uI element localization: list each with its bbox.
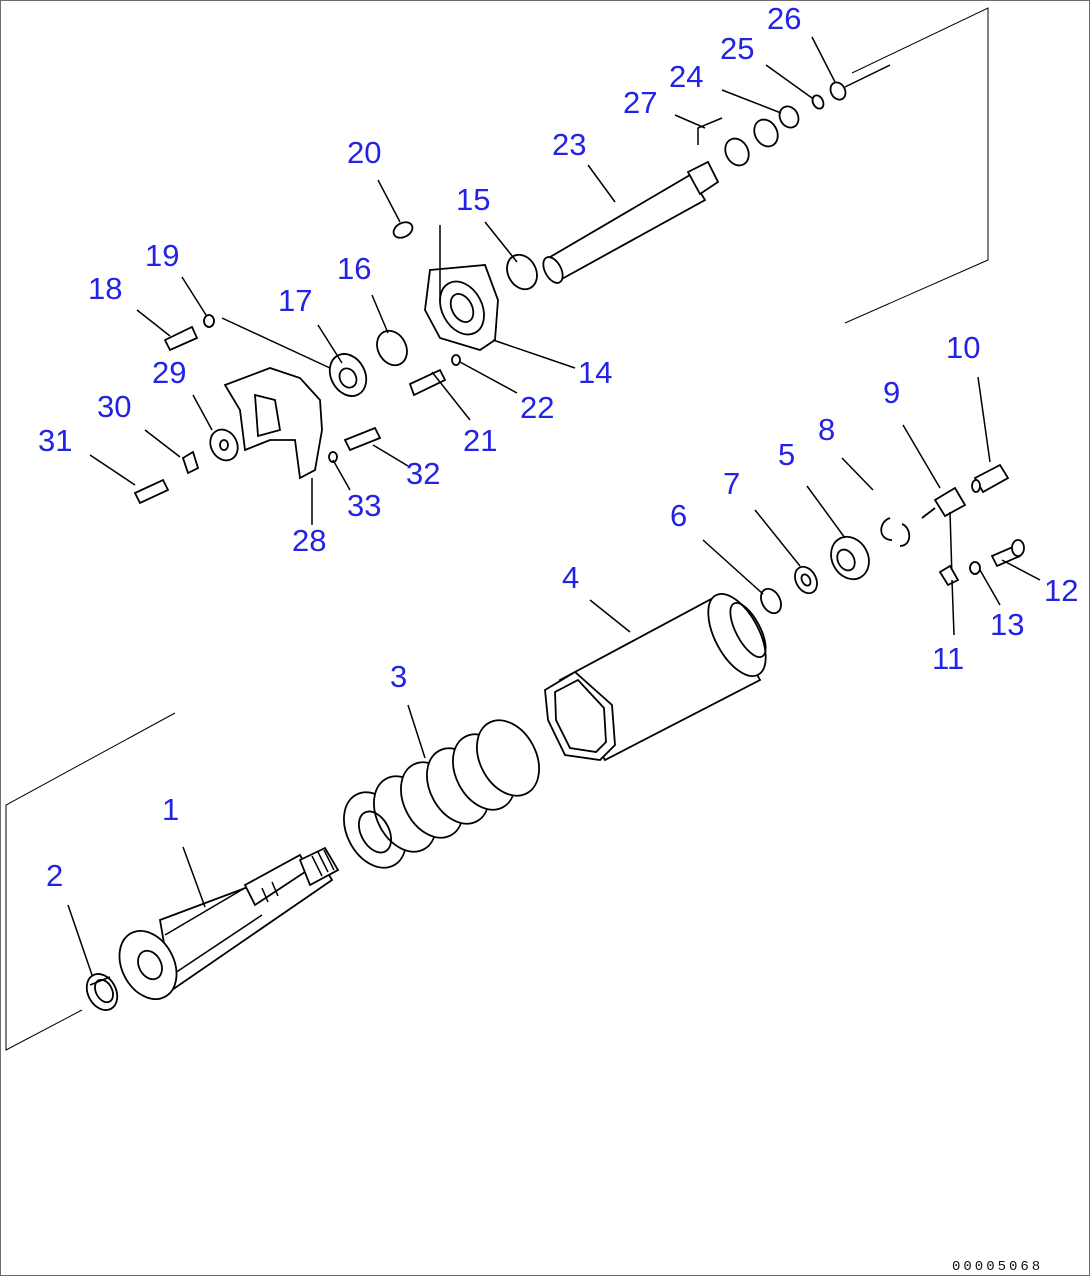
callout-19: 19 <box>145 238 179 273</box>
callout-2: 2 <box>46 858 63 893</box>
callout-31: 31 <box>38 423 72 458</box>
part-22-washer <box>451 354 461 366</box>
part-20-ring <box>392 221 414 239</box>
callout-9: 9 <box>883 375 900 410</box>
part-15-bushing <box>506 253 538 291</box>
part-12-bolt <box>990 539 1025 568</box>
part-28-guard <box>223 367 323 480</box>
callout-33: 33 <box>347 488 381 523</box>
callout-27: 27 <box>623 85 657 120</box>
part-1-rod <box>118 846 340 1000</box>
callout-10: 10 <box>946 330 980 365</box>
part-31-bolt <box>133 478 170 505</box>
part-17-plate <box>328 353 368 397</box>
part-30-clip <box>181 450 200 475</box>
part-19-washer <box>203 314 215 328</box>
callout-15: 15 <box>456 182 490 217</box>
callout-1: 1 <box>162 792 179 827</box>
drawing-code: 00005068 <box>952 1259 1043 1275</box>
part-13-washer <box>969 561 981 575</box>
part-3-spring <box>343 719 540 869</box>
part-10-fitting <box>971 463 1010 494</box>
part-24-nut <box>778 105 800 129</box>
callout-20: 20 <box>347 135 381 170</box>
leader-lines <box>67 36 1041 976</box>
callout-28: 28 <box>292 523 326 558</box>
part-25-washer <box>811 94 825 110</box>
callout-4: 4 <box>562 560 579 595</box>
callout-25: 25 <box>720 31 754 66</box>
part-9-valve <box>921 486 967 579</box>
part-32-bolt <box>343 426 382 452</box>
callout-13: 13 <box>990 607 1024 642</box>
callout-26: 26 <box>767 1 801 36</box>
callout-6: 6 <box>670 498 687 533</box>
callout-24: 24 <box>669 59 703 94</box>
callout-11: 11 <box>932 641 964 676</box>
callout-21: 21 <box>463 423 497 458</box>
part-8-clip <box>880 517 911 547</box>
callout-labels: 1 2 3 4 5 6 7 8 9 10 11 12 13 14 15 16 1… <box>38 1 1078 893</box>
part-7-washer <box>794 565 818 595</box>
callout-8: 8 <box>818 412 835 447</box>
callout-29: 29 <box>152 355 186 390</box>
part-23-shaft <box>542 160 720 284</box>
part-18-bolt <box>163 325 199 352</box>
callout-3: 3 <box>390 659 407 694</box>
callout-30: 30 <box>97 389 131 424</box>
part-14-bracket <box>424 264 499 351</box>
callout-17: 17 <box>278 283 312 318</box>
callout-32: 32 <box>406 456 440 491</box>
callout-18: 18 <box>88 271 122 306</box>
part-6-ring <box>760 587 782 615</box>
callout-5: 5 <box>778 437 795 472</box>
part-33-washer <box>328 451 338 463</box>
callout-23: 23 <box>552 127 586 162</box>
part-16-seal <box>376 329 408 367</box>
callout-7: 7 <box>723 466 740 501</box>
part-5-nut <box>830 535 870 581</box>
callout-16: 16 <box>337 251 371 286</box>
callout-22: 22 <box>520 390 554 425</box>
part-27-bearings <box>724 118 779 167</box>
callout-12: 12 <box>1044 573 1078 608</box>
part-26-cap <box>829 81 847 101</box>
part-29-washer <box>209 428 239 462</box>
boundary-lines <box>5 7 989 1051</box>
callout-14: 14 <box>578 355 612 390</box>
part-4-cylinder <box>544 593 767 762</box>
part-11-plate <box>938 564 960 587</box>
part-2-bushing <box>85 973 119 1011</box>
